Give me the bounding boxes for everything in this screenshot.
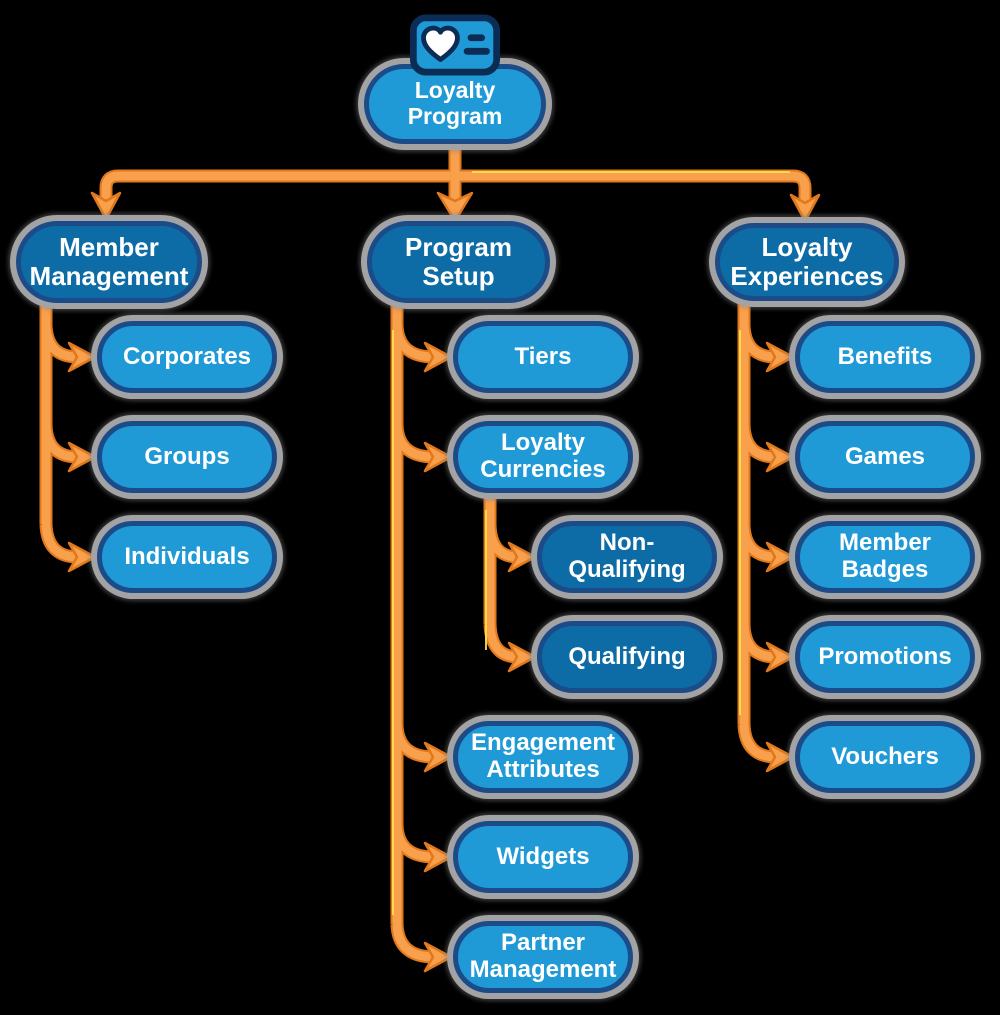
node-label: Non-Qualifying	[568, 529, 686, 583]
node-label: Tiers	[514, 342, 572, 370]
node-partner-management: Partner Management	[453, 921, 633, 993]
node-games: Games	[795, 421, 975, 493]
card-line-long	[463, 47, 490, 55]
node-corporates: Corporates	[97, 321, 277, 393]
node-loyalty-currencies: Loyalty Currencies	[453, 421, 633, 493]
node-benefits: Benefits	[795, 321, 975, 393]
node-label: Member Management	[29, 231, 189, 291]
node-vouchers: Vouchers	[795, 721, 975, 793]
node-label: Qualifying	[568, 642, 686, 670]
node-label: Loyalty Currencies	[480, 429, 606, 483]
node-individuals: Individuals	[97, 521, 277, 593]
node-label: Groups	[144, 442, 230, 470]
card-line-short	[467, 34, 486, 42]
node-label: Promotions	[818, 642, 952, 670]
node-engagement-attributes: Engagement Attributes	[453, 721, 633, 793]
node-program-setup: Program Setup	[367, 221, 550, 303]
node-label: Partner Management	[469, 929, 617, 983]
node-member-badges: Member Badges	[795, 521, 975, 593]
node-label: Program Setup	[405, 231, 512, 291]
node-label: Member Badges	[838, 529, 932, 583]
node-promotions: Promotions	[795, 621, 975, 693]
node-widgets: Widgets	[453, 821, 633, 893]
node-qualifying: Qualifying	[537, 621, 717, 693]
loyalty-card-icon	[409, 14, 501, 76]
node-groups: Groups	[97, 421, 277, 493]
node-label: Loyalty Experiences	[730, 231, 884, 291]
node-label: Individuals	[124, 542, 250, 570]
node-loyalty-program: Loyalty Program	[364, 64, 546, 144]
node-label: Corporates	[122, 342, 252, 370]
node-label: Engagement Attributes	[470, 729, 616, 783]
node-tiers: Tiers	[453, 321, 633, 393]
node-non-qualifying: Non-Qualifying	[537, 521, 717, 593]
node-label: Widgets	[496, 842, 590, 870]
node-member-management: Member Management	[16, 221, 202, 303]
heart-icon	[421, 25, 460, 62]
node-loyalty-experiences: Loyalty Experiences	[715, 223, 899, 301]
node-label: Benefits	[837, 342, 933, 370]
node-label: Vouchers	[831, 742, 939, 770]
node-label: Games	[844, 442, 926, 470]
arrowheads	[67, 191, 821, 973]
connector-highlights	[392, 171, 790, 915]
node-label: Loyalty Program	[407, 77, 503, 129]
